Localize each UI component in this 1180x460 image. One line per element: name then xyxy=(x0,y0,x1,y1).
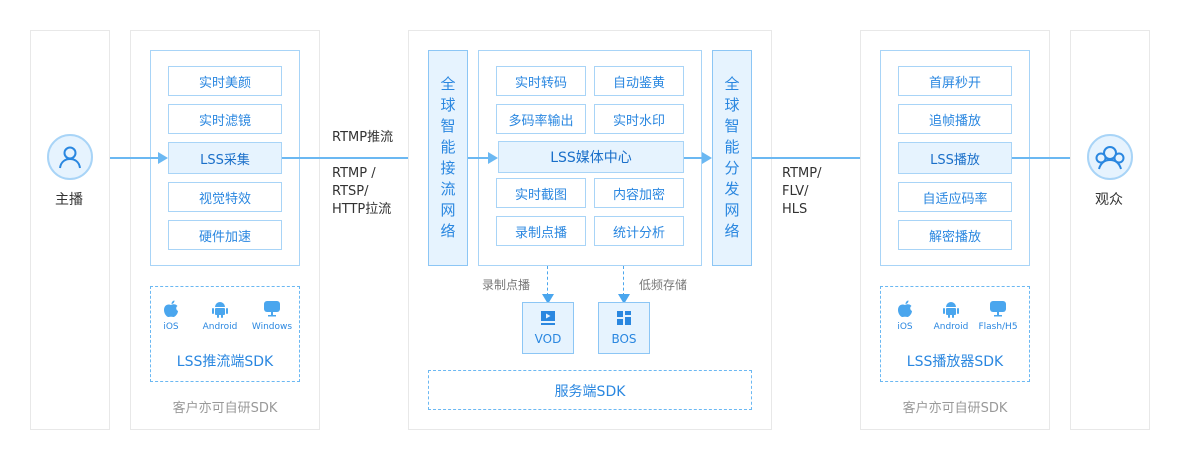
distribution-char: 全 xyxy=(724,75,740,93)
ingest-char: 能 xyxy=(440,138,456,156)
push-feature-beauty: 实时美颜 xyxy=(168,66,282,96)
audience-label: 观众 xyxy=(1095,192,1123,208)
android-icon xyxy=(943,302,959,318)
broadcaster-panel xyxy=(30,30,110,430)
player-client-footer: 客户亦可自研SDK xyxy=(902,401,1008,416)
distribution-char: 能 xyxy=(724,138,740,156)
audience-avatar xyxy=(1087,134,1133,180)
storage-label: 低频存储 xyxy=(639,278,688,292)
connector-capture-ingest xyxy=(282,157,418,159)
distribution-char: 智 xyxy=(724,117,740,135)
push-protocol-line-1: RTMP / xyxy=(332,166,376,181)
media-feature: 实时水印 xyxy=(594,104,684,134)
ingest-char: 流 xyxy=(440,180,456,198)
media-feature: 内容加密 xyxy=(594,178,684,208)
arrow-down-icon xyxy=(618,294,630,304)
connector-record xyxy=(547,266,548,296)
player-feature-fast-start: 首屏秒开 xyxy=(898,66,1012,96)
player-sdk-title: LSS播放器SDK xyxy=(906,354,1004,370)
arrow-right-icon xyxy=(702,152,712,164)
connector-storage xyxy=(623,266,624,296)
broadcaster-label: 主播 xyxy=(55,192,83,208)
platform-windows: Windows xyxy=(247,300,297,332)
connector-media-distribution xyxy=(684,157,704,159)
play-protocol-line-2: FLV/ xyxy=(782,184,809,199)
android-icon xyxy=(212,302,228,318)
apple-icon xyxy=(898,300,912,318)
group-icon xyxy=(1095,146,1125,170)
push-feature-filter: 实时滤镜 xyxy=(168,104,282,134)
broadcaster-avatar xyxy=(47,134,93,180)
distribution-char: 发 xyxy=(724,180,740,198)
player-feature-decrypt: 解密播放 xyxy=(898,220,1012,250)
platform-ios: iOS xyxy=(146,300,196,332)
platform-android-label: Android xyxy=(933,322,969,332)
ingest-char: 全 xyxy=(440,75,456,93)
audience-panel xyxy=(1070,30,1150,430)
vod-label: VOD xyxy=(534,332,562,346)
ingest-char: 网 xyxy=(440,201,456,219)
platform-ios-label: iOS xyxy=(897,322,913,332)
distribution-char: 分 xyxy=(724,159,740,177)
media-feature: 实时转码 xyxy=(496,66,586,96)
media-feature: 自动鉴黄 xyxy=(594,66,684,96)
platform-android: Android xyxy=(195,300,245,332)
push-protocol-line-2: RTSP/ xyxy=(332,184,369,199)
push-sdk-box xyxy=(150,286,300,382)
platform-flash-h5-label: Flash/H5 xyxy=(978,322,1018,332)
push-feature-hw-accel: 硬件加速 xyxy=(168,220,282,250)
play-protocol-line-3: HLS xyxy=(782,202,808,217)
push-client-footer: 客户亦可自研SDK xyxy=(172,401,278,416)
media-feature: 实时截图 xyxy=(496,178,586,208)
ingest-char: 球 xyxy=(440,96,456,114)
connector-ingest-media xyxy=(468,157,490,159)
platform-android-label: Android xyxy=(202,322,238,332)
video-icon xyxy=(541,311,555,325)
player-sdk-box xyxy=(880,286,1030,382)
apple-icon xyxy=(164,300,178,318)
platform-ios: iOS xyxy=(880,300,930,332)
play-protocol-line-1: RTMP/ xyxy=(782,166,822,181)
push-feature-capture: LSS采集 xyxy=(168,142,282,174)
bos-label: BOS xyxy=(611,332,637,346)
distribution-char: 球 xyxy=(724,96,740,114)
monitor-icon xyxy=(990,301,1006,317)
distribution-char: 网 xyxy=(724,201,740,219)
arrow-right-icon xyxy=(158,152,168,164)
player-feature-frame-chase: 追帧播放 xyxy=(898,104,1012,134)
server-sdk-box xyxy=(428,370,752,410)
user-icon xyxy=(59,146,81,169)
platform-flash-h5: Flash/H5 xyxy=(973,300,1023,332)
server-sdk-title: 服务端SDK xyxy=(554,384,626,400)
monitor-icon xyxy=(264,301,280,317)
grid-icon xyxy=(617,311,631,325)
push-protocol-top: RTMP推流 xyxy=(332,130,394,145)
media-feature: 多码率输出 xyxy=(496,104,586,134)
distribution-network: 全 球 智 能 分 发 网 络 xyxy=(712,50,752,266)
media-center: LSS媒体中心 xyxy=(498,141,684,173)
player-feature-adaptive-bitrate: 自适应码率 xyxy=(898,182,1012,212)
ingest-char: 智 xyxy=(440,117,456,135)
connector-broadcaster-capture xyxy=(110,157,158,159)
ingest-network: 全 球 智 能 接 流 网 络 xyxy=(428,50,468,266)
connector-player-audience xyxy=(1012,157,1078,159)
platform-ios-label: iOS xyxy=(163,322,179,332)
platform-windows-label: Windows xyxy=(251,322,293,332)
platform-android: Android xyxy=(926,300,976,332)
record-label: 录制点播 xyxy=(482,278,531,292)
ingest-char: 络 xyxy=(440,222,456,240)
bos-service: BOS xyxy=(598,302,650,354)
distribution-char: 络 xyxy=(724,222,740,240)
push-sdk-title: LSS推流端SDK xyxy=(176,354,274,370)
media-feature: 统计分析 xyxy=(594,216,684,246)
push-protocol-line-3: HTTP拉流 xyxy=(332,202,392,217)
connector-distribution-player xyxy=(752,157,888,159)
media-feature: 录制点播 xyxy=(496,216,586,246)
arrow-down-icon xyxy=(542,294,554,304)
ingest-char: 接 xyxy=(440,159,456,177)
player-feature-playback: LSS播放 xyxy=(898,142,1012,174)
vod-service: VOD xyxy=(522,302,574,354)
push-feature-effects: 视觉特效 xyxy=(168,182,282,212)
arrow-right-icon xyxy=(488,152,498,164)
